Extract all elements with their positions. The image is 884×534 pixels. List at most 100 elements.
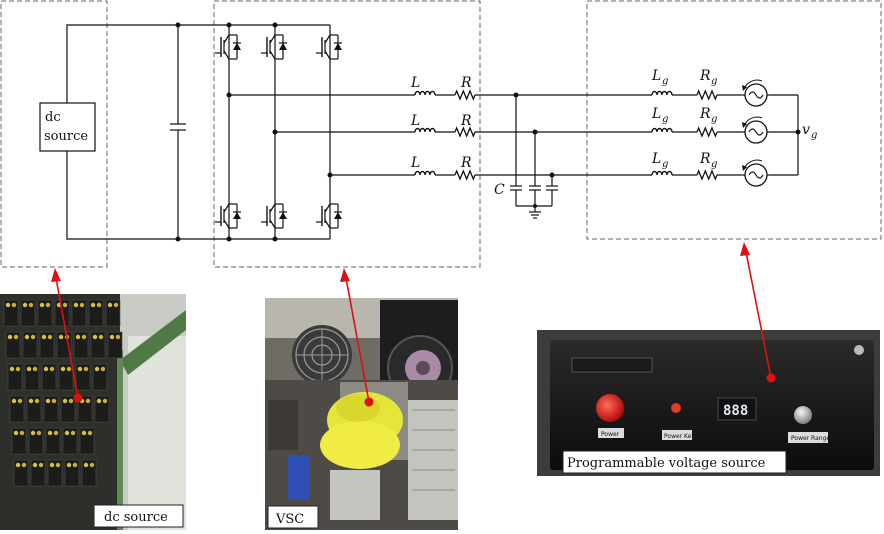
- igbt-switch: [215, 33, 241, 61]
- igbt-switch: [261, 202, 287, 230]
- dc-source: dc source: [39, 102, 96, 152]
- resistor: [696, 126, 718, 138]
- igbt-switch: [316, 33, 342, 61]
- battery-cell: [88, 299, 104, 327]
- label-power-key: Power Key: [664, 433, 695, 440]
- resistor: [454, 126, 476, 138]
- digital-display: [717, 397, 757, 421]
- igbt-switch: [316, 202, 342, 230]
- dc-source-label-1: dc: [45, 110, 61, 125]
- resistor: [696, 89, 718, 101]
- grid-region: [586, 0, 882, 240]
- label-L-b: L: [410, 113, 420, 129]
- battery-cell: [90, 331, 106, 359]
- pointer-arrows: [51, 242, 776, 407]
- label-R-b: R: [460, 113, 472, 129]
- resistor: [454, 169, 476, 181]
- label-power-range: Power Range: [791, 435, 830, 442]
- dc-source-label-2: source: [44, 129, 88, 144]
- label-L-c: L: [410, 155, 420, 171]
- filter-capacitors: [510, 92, 558, 219]
- battery-cell: [30, 459, 46, 487]
- label-Lg-c-sub: g: [662, 159, 668, 170]
- photo-programmable-voltage-source: Power Power Key 888 Power Range Programm…: [537, 330, 880, 476]
- inductor: [651, 90, 673, 96]
- circuit-labels: L L L R R R C L g L g L g R g R g R g v …: [410, 68, 817, 198]
- battery-cell: [62, 427, 78, 455]
- battery-cell: [24, 363, 40, 391]
- battery-cell: [22, 331, 38, 359]
- igbt-switches: [215, 33, 342, 230]
- label-C: C: [494, 182, 505, 198]
- label-Rg-b: R: [699, 106, 711, 122]
- battery-cell: [79, 427, 95, 455]
- battery-cell: [5, 331, 21, 359]
- label-power-btn: Power: [601, 431, 620, 438]
- inductor: [651, 170, 673, 176]
- inductor: [414, 170, 436, 176]
- battery-cell: [47, 459, 63, 487]
- inductor: [414, 90, 436, 96]
- label-Rg-c: R: [699, 151, 711, 167]
- label-R-a: R: [460, 75, 472, 91]
- photo-dc-source: dc source: [0, 294, 186, 530]
- battery-cell: [81, 459, 97, 487]
- resistor: [454, 89, 476, 101]
- battery-cell: [3, 299, 19, 327]
- battery-cell: [71, 299, 87, 327]
- battery-cell: [45, 427, 61, 455]
- label-R-c: R: [460, 155, 472, 171]
- resistor: [696, 169, 718, 181]
- battery-cell: [39, 331, 55, 359]
- label-Rg-c-sub: g: [711, 159, 717, 170]
- filter-passives: [414, 89, 718, 181]
- dc-bus-wires: [66, 22, 330, 242]
- battery-cell: [13, 459, 29, 487]
- battery-cell: [105, 299, 121, 327]
- battery-cell: [28, 427, 44, 455]
- label-L-a: L: [410, 75, 420, 91]
- igbt-switch: [261, 33, 287, 61]
- caption-programmable-voltage-source: Programmable voltage source: [567, 456, 766, 471]
- battery-cell: [73, 331, 89, 359]
- battery-cell: [92, 363, 108, 391]
- dc-source-region: [0, 0, 108, 268]
- battery-cell: [41, 363, 57, 391]
- label-Lg-a: L: [651, 68, 661, 84]
- battery-cell: [9, 395, 25, 423]
- battery-cell: [11, 427, 27, 455]
- inductor: [651, 127, 673, 133]
- battery-cell: [26, 395, 42, 423]
- vsc-region: [213, 0, 481, 268]
- label-vg: v: [802, 122, 810, 138]
- ac-voltage-source: [740, 159, 772, 187]
- label-Lg-b-sub: g: [662, 114, 668, 125]
- caption-dc-source: dc source: [104, 510, 168, 525]
- grid-ac-sources: [740, 79, 772, 187]
- display-digits: 888: [723, 403, 748, 419]
- power-button-label: [598, 428, 624, 438]
- battery-cell: [37, 299, 53, 327]
- battery-cell: [43, 395, 59, 423]
- label-Lg-c: L: [651, 151, 661, 167]
- ac-voltage-source: [740, 116, 772, 144]
- photo-vsc: VSC: [265, 298, 458, 530]
- battery-cell: [64, 459, 80, 487]
- label-Rg-a: R: [699, 68, 711, 84]
- battery-array: [3, 299, 123, 487]
- label-Lg-b: L: [651, 106, 661, 122]
- caption-vsc: VSC: [275, 512, 304, 527]
- label-Rg-b-sub: g: [711, 114, 717, 125]
- label-Rg-a-sub: g: [711, 76, 717, 87]
- battery-cell: [60, 395, 76, 423]
- label-Lg-a-sub: g: [662, 76, 668, 87]
- battery-cell: [20, 299, 36, 327]
- battery-cell: [7, 363, 23, 391]
- battery-cell: [94, 395, 110, 423]
- inductor: [414, 127, 436, 133]
- battery-cell: [77, 395, 93, 423]
- battery-cell: [107, 331, 123, 359]
- phase-lines: [229, 94, 801, 176]
- battery-cell: [75, 363, 91, 391]
